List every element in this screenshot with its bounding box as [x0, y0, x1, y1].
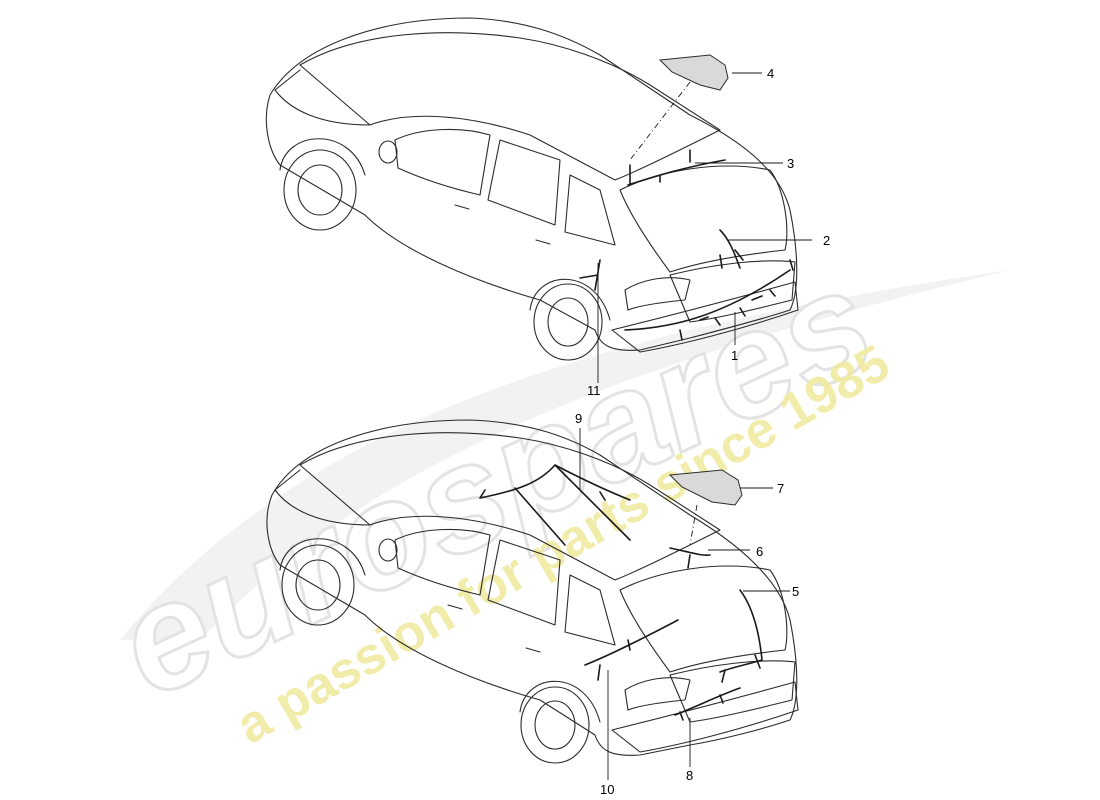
callout-10: 10: [600, 782, 614, 797]
part-connector-top: [699, 295, 763, 321]
part-4-bracket: [658, 54, 729, 91]
vehicle-top-wheel-rear: [533, 283, 603, 361]
harness-10: [584, 619, 679, 681]
vehicle-top-roof: [299, 32, 721, 181]
vehicle-bottom-window-quarter: [564, 574, 616, 646]
harness-9: [479, 464, 631, 546]
vehicle-bottom-wheel-rear: [520, 686, 590, 764]
vehicle-top-harnesses: [579, 149, 794, 341]
vehicle-top-window-rear: [487, 139, 561, 226]
vehicle-bottom-arch-rear: [519, 680, 601, 723]
vehicle-top-body: [265, 17, 798, 351]
callout-3: 3: [787, 156, 794, 171]
vehicle-top-window-front: [394, 128, 491, 196]
vehicle-top-wheel-rear-hub: [547, 297, 589, 347]
harness-11: [579, 259, 601, 291]
vehicle-bottom-windshield: [274, 469, 371, 526]
callout-9: 9: [575, 411, 582, 426]
vehicle-bottom-harnesses: [479, 464, 763, 721]
vehicle-top-wheel-front-hub: [297, 164, 343, 216]
vehicle-top-taillight: [624, 277, 691, 311]
vehicle-top-door-handle-front: [454, 204, 470, 210]
vehicle-bottom-roof: [299, 432, 721, 581]
vehicle-bottom-wheel-front: [281, 544, 355, 626]
harness-8: [674, 687, 741, 721]
vehicle-bottom-tailgate: [619, 565, 788, 673]
vehicle-top-wheel-front: [283, 149, 357, 231]
vehicle-top-window-quarter: [564, 174, 616, 246]
harness-5: [719, 589, 763, 683]
callout-8: 8: [686, 768, 693, 783]
vehicle-bottom-tailgate-lower: [669, 660, 796, 723]
harness-1: [624, 259, 794, 341]
vehicle-bottom-door-handle-rear: [525, 647, 541, 653]
callouts: 1 2 3 4 5 6 7 8 9 10 11: [575, 66, 830, 797]
watermark-swoosh: [120, 270, 1010, 640]
callout-4: 4: [767, 66, 774, 81]
vehicle-bottom-wheel-rear-hub: [534, 700, 576, 750]
leader-lines: [579, 72, 812, 780]
callout-7: 7: [777, 481, 784, 496]
harness-3: [627, 149, 726, 186]
part-7-bracket: [668, 469, 743, 506]
vehicle-bottom-window-rear: [487, 539, 561, 626]
callout-5: 5: [792, 584, 799, 599]
vehicle-bottom-taillight: [624, 677, 691, 711]
vehicle-bottom: [266, 419, 799, 764]
callout-11: 11: [587, 383, 601, 398]
vehicle-top-tailgate: [619, 165, 788, 273]
vehicle-bottom-body: [266, 419, 798, 756]
vehicle-bottom-wheel-front-hub: [295, 559, 341, 611]
vehicle-top-door-handle-rear: [535, 239, 551, 245]
vehicle-bottom-door-handle-front: [447, 604, 463, 610]
callout-1: 1: [731, 348, 738, 363]
vehicle-bottom-arch-front: [279, 538, 366, 576]
watermark-brand: eurospares: [93, 235, 897, 729]
vehicle-top-bumper: [611, 281, 799, 353]
vehicle-top-mirror: [378, 140, 398, 164]
vehicle-bottom-mirror: [378, 538, 398, 562]
callout-6: 6: [756, 544, 763, 559]
vehicle-bottom-bumper: [611, 681, 799, 753]
harness-6: [669, 547, 711, 569]
vehicle-bottom-window-front: [394, 528, 491, 596]
vehicle-top-arch-rear: [529, 278, 611, 321]
vehicle-top-windshield: [274, 69, 371, 126]
callout-2: 2: [823, 233, 830, 248]
vehicle-top-arch-front: [279, 138, 366, 176]
watermark: eurospares a passion for parts since 198…: [91, 233, 1010, 755]
harness-2: [719, 229, 744, 269]
